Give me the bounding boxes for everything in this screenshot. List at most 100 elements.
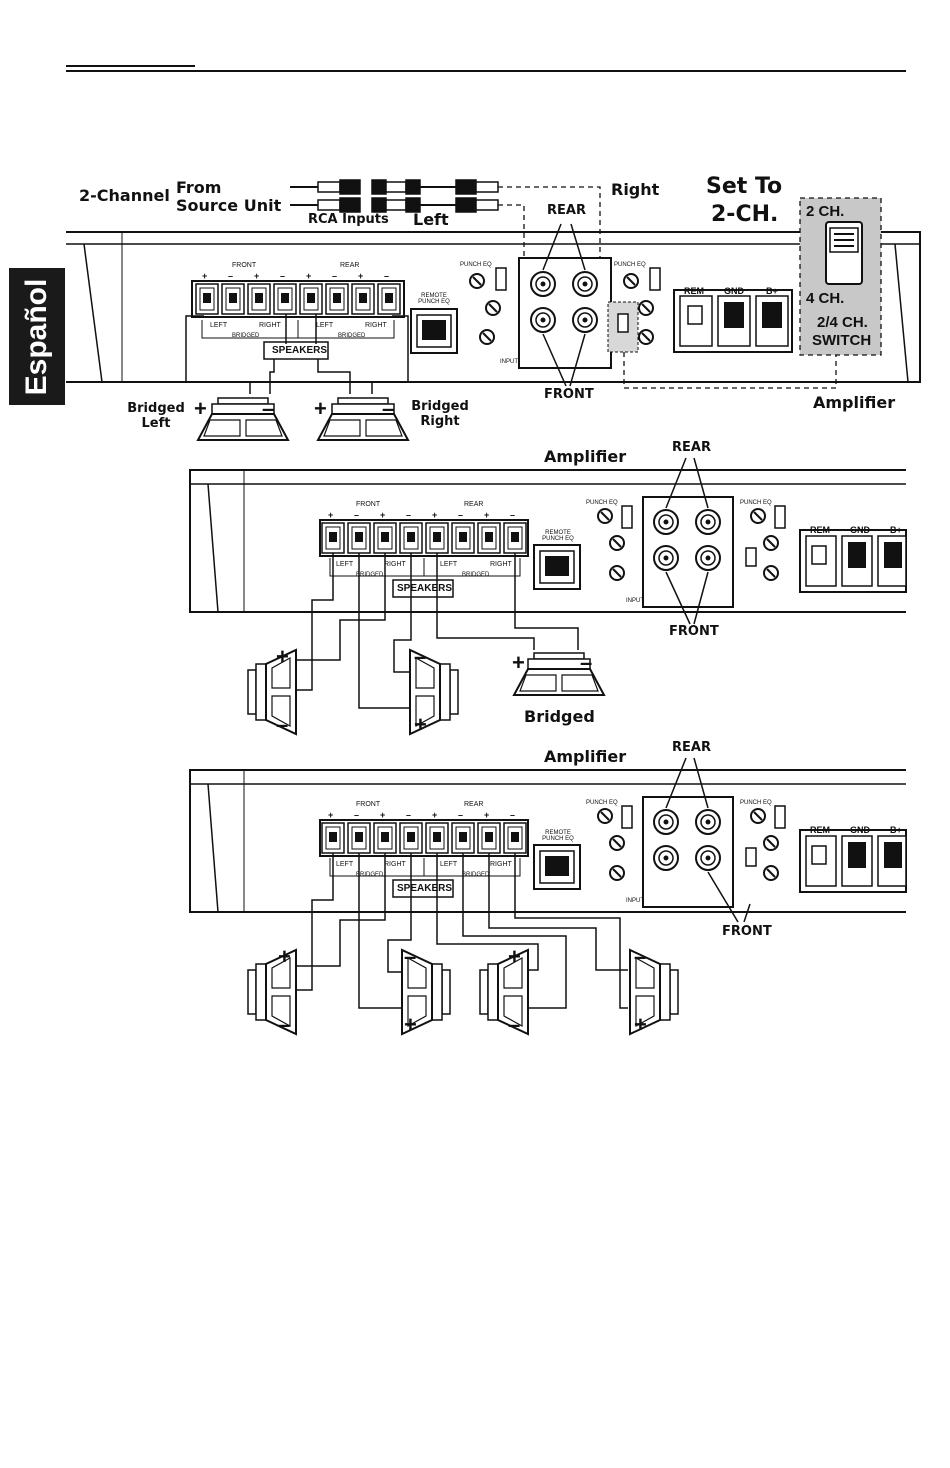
panel-right-d2-2: RIGHT — [490, 561, 512, 568]
svg-text:–: – — [354, 510, 359, 520]
svg-text:–: – — [458, 510, 463, 520]
diagram-3: + – + – + – + – — [189, 757, 907, 1037]
front-label-3: FRONT — [722, 924, 772, 939]
panel-bridged-d2: BRIDGED — [356, 572, 384, 578]
remote-line1-d3: REMOTE — [545, 830, 571, 836]
svg-text:+: + — [484, 510, 489, 520]
amplifier-label-3: Amplifier — [544, 747, 627, 766]
svg-text:–: – — [228, 271, 233, 281]
panel-bridged-label-2: BRIDGED — [338, 333, 366, 339]
panel-rear-label-d2: REAR — [464, 501, 484, 508]
two-channel-label: 2-Channel — [79, 186, 170, 205]
svg-text:–: – — [404, 944, 416, 969]
panel-left-d3-2: LEFT — [440, 861, 458, 868]
svg-text:–: – — [414, 644, 426, 669]
bridged-right-label: Bridged Right — [409, 399, 471, 429]
svg-text:–: – — [634, 944, 646, 969]
panel-front-label-d2: FRONT — [356, 501, 381, 508]
svg-text:+: + — [508, 944, 521, 969]
diagram-1: + – + – + – + – — [66, 179, 921, 441]
svg-text:–: – — [278, 1012, 290, 1037]
panel-speakers-d3: SPEAKERS — [397, 883, 453, 894]
switch-2ch-label: 2 CH. — [806, 203, 845, 220]
remote-line1-d2: REMOTE — [545, 530, 571, 536]
svg-text:+: + — [194, 396, 207, 421]
amplifier-label-2: Amplifier — [544, 447, 627, 466]
panel-right-label-2: RIGHT — [365, 322, 387, 329]
switch-4ch-label: 4 CH. — [806, 290, 845, 307]
front-label: FRONT — [544, 387, 594, 402]
remote-punch-eq-d3: REMOTE PUNCH EQ — [534, 830, 582, 842]
punch-eq-d2: PUNCH EQ — [586, 500, 618, 506]
panel-left-label: LEFT — [210, 322, 228, 329]
rca-inputs-label: RCA Inputs — [308, 212, 389, 227]
source-unit-label: Source Unit — [176, 196, 282, 215]
language-tab-label: Español — [20, 278, 53, 395]
svg-text:–: – — [382, 396, 394, 421]
svg-text:+: + — [314, 396, 327, 421]
panel-right-label: RIGHT — [259, 322, 281, 329]
set-to-2ch-label: 2-CH. — [711, 202, 779, 227]
panel-left-d2-2: LEFT — [440, 561, 458, 568]
panel-bridged-d2-2: BRIDGED — [462, 572, 490, 578]
svg-text:+: + — [432, 810, 437, 820]
svg-text:+: + — [380, 810, 385, 820]
punch-eq-d3-2: PUNCH EQ — [740, 800, 772, 806]
panel-rear-label: REAR — [340, 262, 360, 269]
panel-bridged-d3: BRIDGED — [356, 872, 384, 878]
diagram-2: + – + – + – + – — [189, 457, 907, 737]
svg-text:–: – — [332, 271, 337, 281]
svg-text:+: + — [328, 810, 333, 820]
svg-text:+: + — [358, 271, 363, 281]
panel-left-d3: LEFT — [336, 861, 354, 868]
bplus-label-d2: B+ — [890, 525, 902, 535]
rem-label-d2: REM — [810, 525, 830, 535]
remote-punch-eq-d2: REMOTE PUNCH EQ — [534, 530, 582, 542]
svg-text:+: + — [306, 271, 311, 281]
front-label-2: FRONT — [669, 624, 719, 639]
svg-text:–: – — [406, 510, 411, 520]
panel-right-d3: RIGHT — [384, 861, 406, 868]
panel-left-label-2: LEFT — [316, 322, 334, 329]
svg-text:+: + — [328, 510, 333, 520]
amplifier-label: Amplifier — [813, 393, 896, 412]
svg-text:–: – — [276, 712, 288, 737]
right-input-label: Right — [611, 180, 660, 199]
input-label-d3: INPUT — [626, 898, 644, 904]
gnd-label-d2: GND — [850, 525, 870, 535]
bplus-label: B+ — [766, 286, 778, 296]
svg-text:–: – — [406, 810, 411, 820]
svg-text:+: + — [276, 644, 289, 669]
svg-text:+: + — [254, 271, 259, 281]
bridged-right-line1: Bridged — [411, 399, 469, 414]
rem-label: REM — [684, 286, 704, 296]
remote-line2: PUNCH EQ — [418, 299, 450, 305]
gnd-label-d3: GND — [850, 825, 870, 835]
svg-text:+: + — [202, 271, 207, 281]
remote-line1: REMOTE — [421, 293, 447, 299]
panel-left-d2: LEFT — [336, 561, 354, 568]
rear-label: REAR — [547, 203, 586, 218]
bridged-label-2: Bridged — [524, 707, 595, 726]
panel-front-label-d3: FRONT — [356, 801, 381, 808]
bridged-left-line1: Bridged — [127, 401, 185, 416]
input-label: INPUT — [500, 359, 518, 365]
switch-name-label-2: SWITCH — [812, 332, 872, 349]
panel-front-label: FRONT — [232, 262, 257, 269]
svg-text:–: – — [384, 271, 389, 281]
svg-text:+: + — [278, 944, 291, 969]
svg-text:+: + — [512, 650, 525, 675]
svg-text:–: – — [510, 810, 515, 820]
panel-rear-label-d3: REAR — [464, 801, 484, 808]
remote-line2-d2: PUNCH EQ — [542, 536, 574, 542]
svg-text:–: – — [580, 650, 592, 675]
rear-label-3: REAR — [672, 740, 711, 755]
panel-bridged-d3-2: BRIDGED — [462, 872, 490, 878]
remote-punch-eq-label: REMOTE PUNCH EQ — [410, 293, 458, 305]
switch-name-label: 2/4 CH. — [817, 314, 868, 331]
svg-text:–: – — [510, 510, 515, 520]
svg-text:+: + — [484, 810, 489, 820]
bplus-label-d3: B+ — [890, 825, 902, 835]
language-tab: Español — [9, 268, 65, 405]
